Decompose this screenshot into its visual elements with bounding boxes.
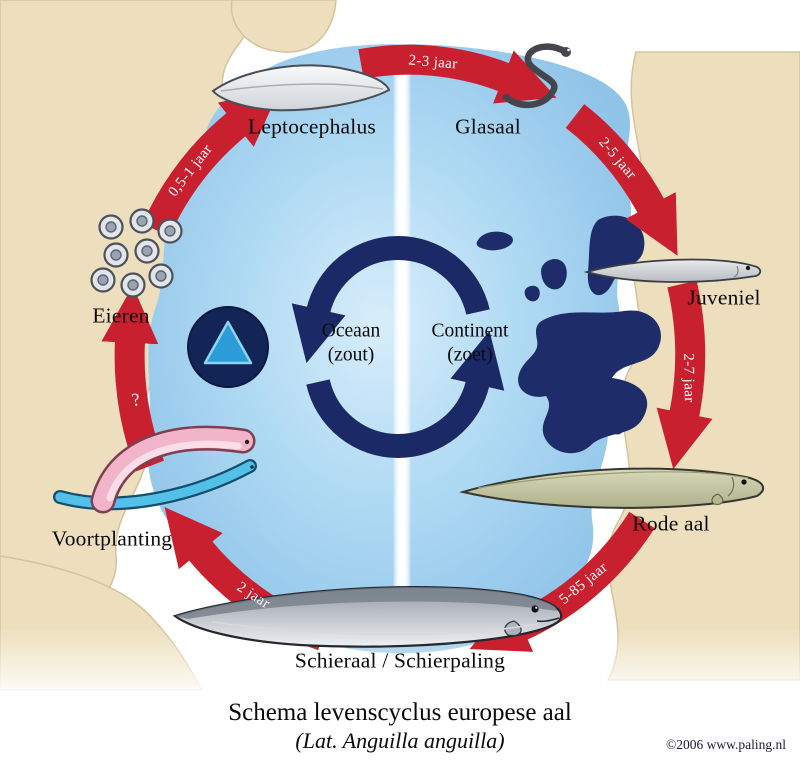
voortplanting-illustration — [53, 425, 257, 514]
diagram-title: Schema levenscyclus europese aal — [228, 699, 572, 726]
arrow-leptocephalus-to-glasaal — [358, 44, 557, 104]
britain-shape — [541, 259, 567, 290]
glasaal-illustration — [502, 43, 571, 109]
ocean-direction-arrow — [291, 236, 490, 364]
continent-label: Continent (zoet) — [432, 320, 509, 369]
label-leptocephalus: Leptocephalus — [248, 114, 376, 139]
greenland-land — [230, 0, 337, 53]
leptocephalus-illustration — [211, 64, 391, 112]
ocean-label-line2: (zout) — [327, 345, 375, 366]
arrow-eieren-to-leptocephalus — [142, 88, 281, 237]
salt-fresh-divider — [395, 44, 409, 630]
label-rode-aal: Rode aal — [632, 511, 710, 536]
label-glasaal: Glasaal — [455, 114, 521, 139]
rode-aal-illustration — [459, 467, 765, 509]
duration-juveniel-rode-aal: 2-7 jaar — [680, 353, 697, 403]
continent-label-line1: Continent — [431, 320, 509, 342]
italy-shape — [606, 396, 626, 435]
juveniel-illustration — [583, 258, 762, 283]
arrow-glasaal-to-juveniel — [565, 104, 678, 256]
ocean-label-line1: Oceaan — [321, 320, 381, 342]
central-cycle-arrows — [291, 236, 505, 458]
arrow-juveniel-to-rode-aal — [656, 280, 713, 470]
label-juveniel: Juveniel — [687, 285, 761, 310]
diagram-subtitle: (Lat. Anguilla anguilla) — [295, 728, 505, 753]
label-schieraal: Schieraal / Schierpaling — [294, 648, 506, 673]
schieraal-illustration — [172, 585, 563, 648]
continent-label-line2: (zoet) — [447, 345, 493, 366]
mainland-europe-shape — [518, 310, 661, 454]
ocean-label: Oceaan (zout) — [322, 320, 380, 369]
label-voortplanting: Voortplanting — [51, 526, 173, 551]
iceland-shape — [476, 231, 513, 251]
eggs-illustration — [90, 208, 183, 298]
label-eieren: Eieren — [92, 303, 150, 328]
copyright-notice: ©2006 www.paling.nl — [666, 737, 786, 752]
sargasso-triangle-icon — [203, 320, 253, 365]
ireland-shape — [524, 285, 540, 302]
continent-direction-arrow — [306, 330, 505, 458]
sargasso-symbol — [187, 306, 269, 388]
